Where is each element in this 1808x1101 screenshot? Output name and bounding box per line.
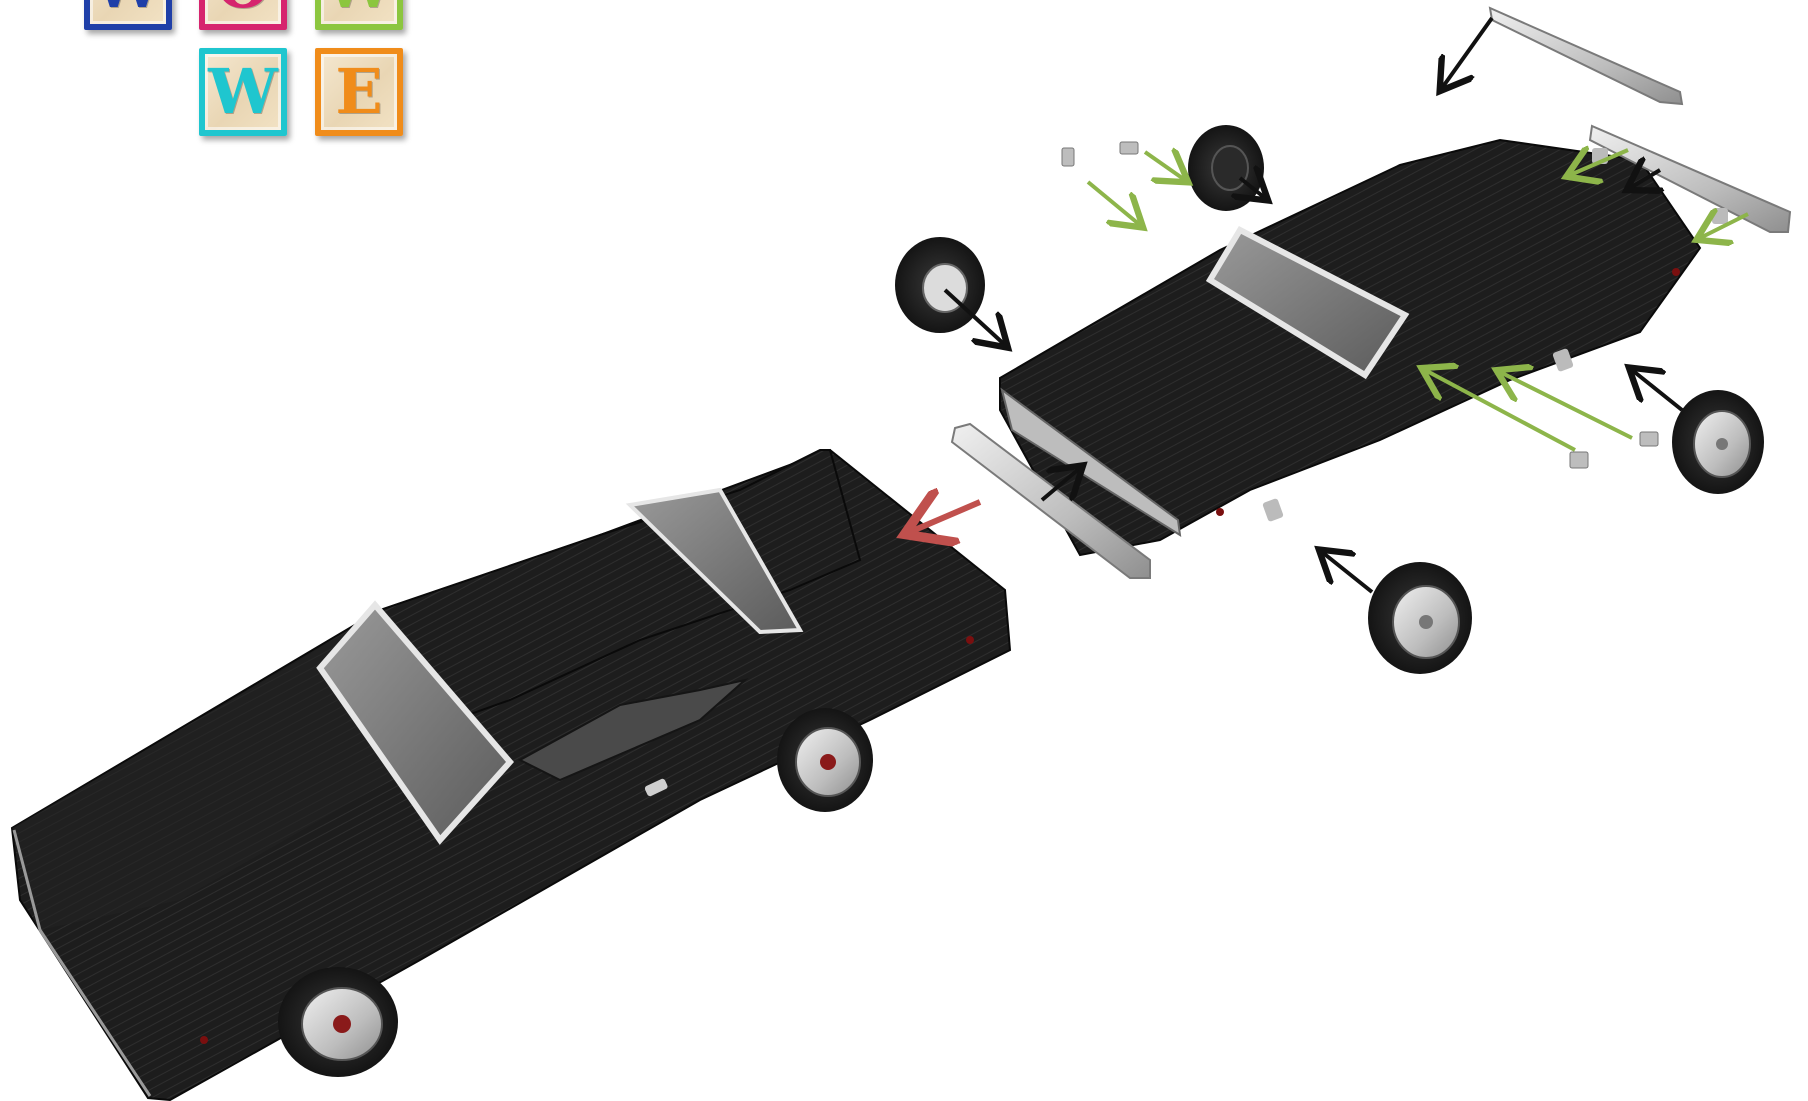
assembled-car-rear-wheel	[777, 708, 873, 812]
roof-spoiler-part	[1490, 8, 1682, 104]
connector-piece-3	[1570, 452, 1588, 468]
green-arrow-4	[1500, 372, 1632, 438]
green-arrow-2	[1145, 152, 1185, 180]
loose-wheel-front-right	[1368, 562, 1472, 674]
exploded-car-body	[1000, 140, 1700, 555]
loose-wheel-rear-right	[1672, 390, 1764, 494]
assembled-car-tail-lamp	[966, 636, 974, 644]
exploded-car-tail-lamp	[1672, 268, 1680, 276]
arrow-front-right-wheel	[1322, 552, 1372, 592]
connector-piece-2	[1120, 142, 1138, 154]
green-arrow-1	[1088, 182, 1140, 225]
exploded-car-marker-lamp	[1216, 508, 1224, 516]
assembled-car	[12, 450, 1010, 1100]
connector-piece-4	[1640, 432, 1658, 446]
assembled-car-front-wheel	[278, 967, 398, 1077]
arrow-rear-right-wheel	[1632, 370, 1682, 410]
connector-piece-1	[1062, 148, 1074, 166]
assembled-car-front-marker	[200, 1036, 208, 1044]
front-axle-stub	[1262, 498, 1284, 522]
result-arrow	[910, 502, 980, 532]
loose-wheel-rear-left	[1188, 125, 1264, 211]
loose-wheel-front-left	[895, 237, 985, 333]
arrow-spoiler	[1442, 18, 1492, 88]
